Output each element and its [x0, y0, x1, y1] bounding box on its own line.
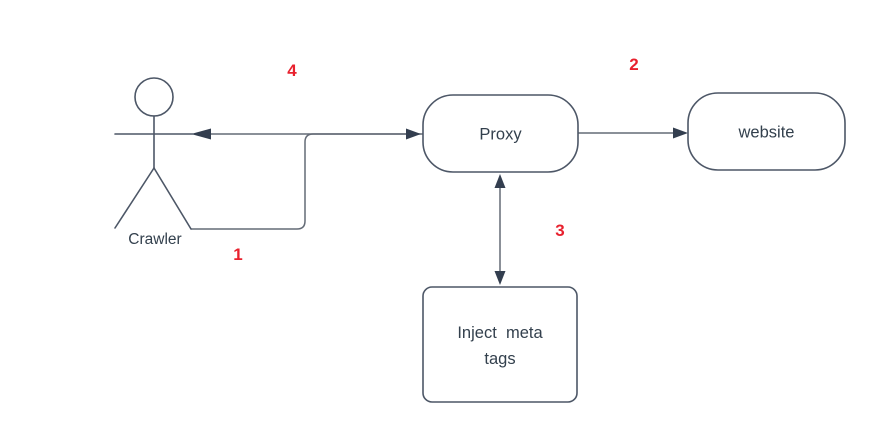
website-label: website: [738, 124, 795, 142]
step-1-label: 1: [233, 245, 242, 264]
edge-proxy-inject-bidirectional: [494, 174, 506, 285]
actor-head-icon: [134, 77, 174, 117]
actor-left-leg-icon: [114, 167, 155, 229]
arrowhead-left-icon: [191, 128, 211, 140]
node-crawler-actor: Crawler: [114, 77, 194, 248]
crawler-label: Crawler: [128, 231, 181, 248]
proxy-shape: [422, 94, 579, 173]
edge-crawler-to-proxy: [191, 128, 421, 230]
inject-meta-tags-label-line1: Inject meta: [457, 324, 543, 342]
node-website: website: [687, 92, 846, 171]
proxy-label: Proxy: [479, 126, 522, 144]
step-3-label: 3: [555, 221, 564, 240]
edge-crawler-to-proxy-line: [191, 133, 406, 230]
arrowhead-up-icon: [494, 174, 506, 188]
inject-meta-tags-shape: [422, 286, 578, 403]
step-2-label: 2: [629, 55, 638, 74]
arrowhead-right-icon: [406, 128, 421, 140]
actor-right-leg-icon: [153, 167, 192, 230]
website-shape: [687, 92, 846, 171]
arrowhead-right-icon: [673, 127, 688, 139]
node-inject-meta-tags: Inject meta tags: [422, 286, 578, 403]
step-4-label: 4: [287, 61, 297, 80]
arrowhead-down-icon: [494, 271, 506, 285]
inject-meta-tags-label-line2: tags: [484, 350, 515, 368]
edge-proxy-to-website: [578, 127, 688, 139]
node-proxy: Proxy: [422, 94, 579, 173]
